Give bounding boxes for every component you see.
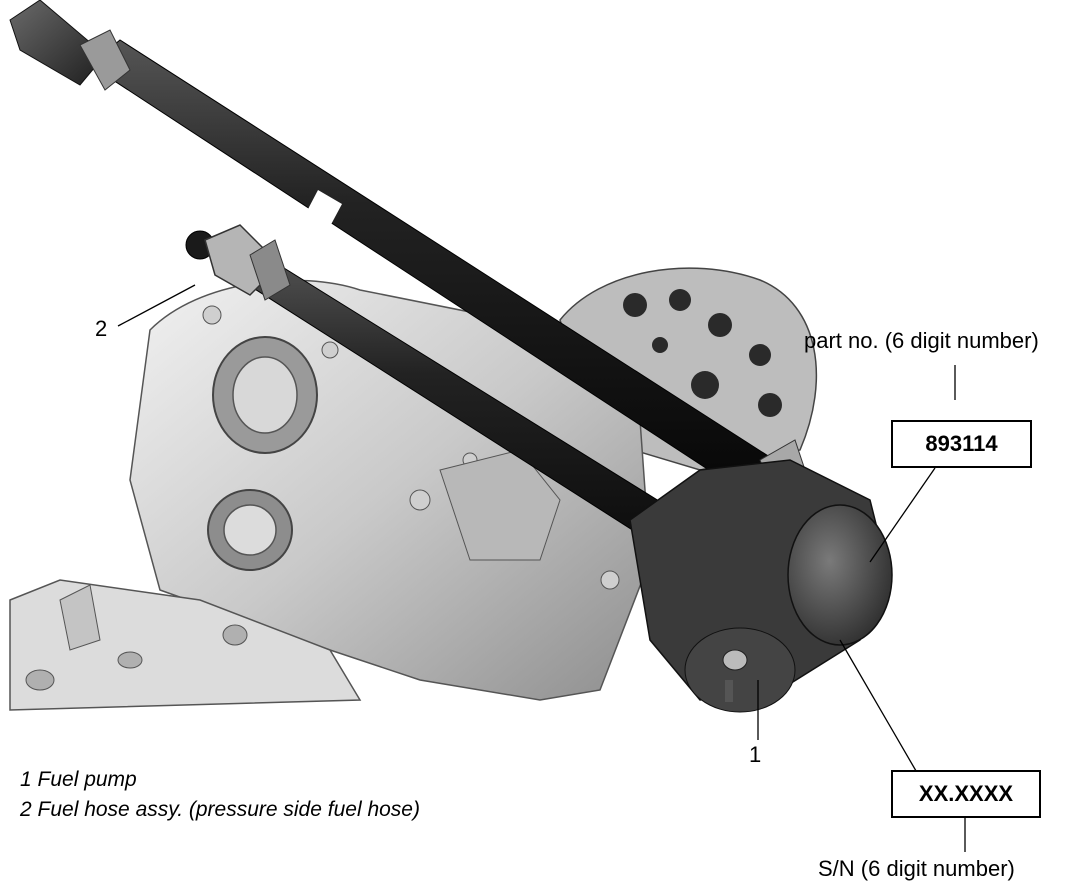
leader-sn-box	[839, 639, 931, 796]
callout-2: 2	[95, 316, 108, 341]
lower-casing	[9, 579, 362, 711]
sn-box: XX.XXXX	[891, 770, 1041, 818]
engine-housing	[129, 279, 651, 701]
leader-part-no-box	[869, 467, 936, 563]
part-no-caption: part no. (6 digit number)	[804, 328, 1039, 353]
legend-item-2: 2 Fuel hose assy. (pressure side fuel ho…	[20, 798, 420, 821]
legend: 1 Fuel pump 2 Fuel hose assy. (pressure …	[20, 765, 420, 825]
fuel-pump-body	[629, 459, 893, 713]
part-no-box: 893114	[891, 420, 1032, 468]
leader-lines	[117, 284, 966, 852]
sn-caption: S/N (6 digit number)	[818, 856, 1015, 881]
callout-1: 1	[749, 742, 762, 767]
leader-2	[117, 284, 196, 327]
legend-item-1: 1 Fuel pump	[20, 768, 137, 791]
